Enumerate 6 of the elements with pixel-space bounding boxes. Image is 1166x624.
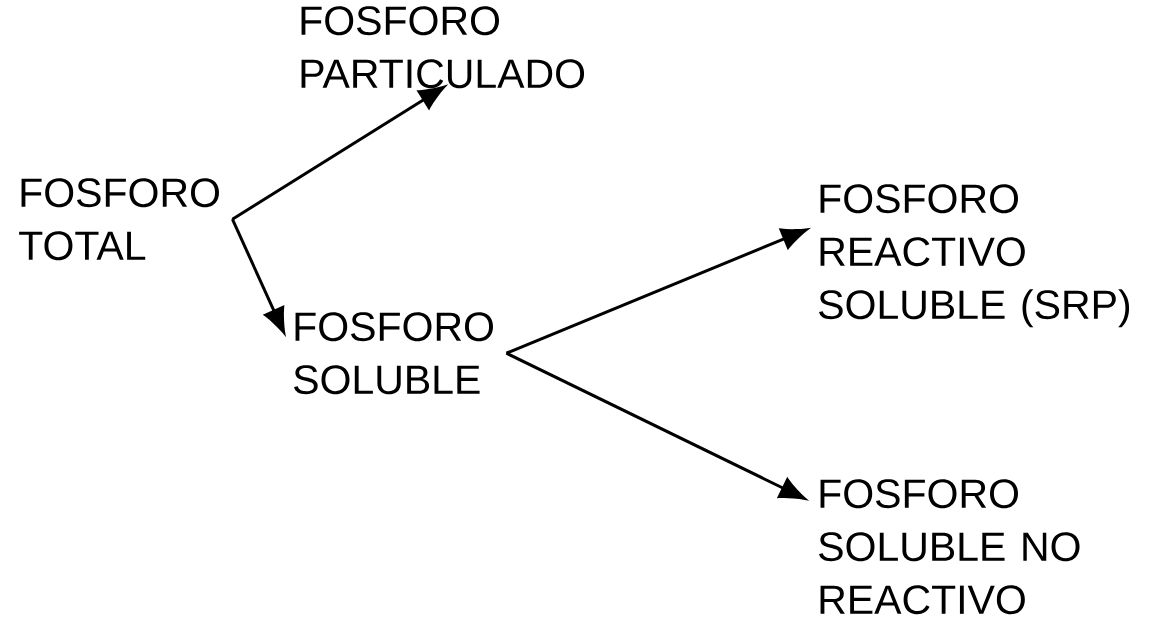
node-label: FOSFORO SOLUBLE <box>294 312 493 395</box>
node-label: FOSFORO REACTIVO SOLUBLE (SRP) <box>819 184 1130 328</box>
arrow <box>505 228 808 355</box>
node-label: FOSFORO PARTICULADO <box>301 6 585 89</box>
node-label: FOSFORO SOLUBLE NO REACTIVO <box>819 479 1080 615</box>
node-label: FOSFORO TOTAL <box>19 178 219 261</box>
